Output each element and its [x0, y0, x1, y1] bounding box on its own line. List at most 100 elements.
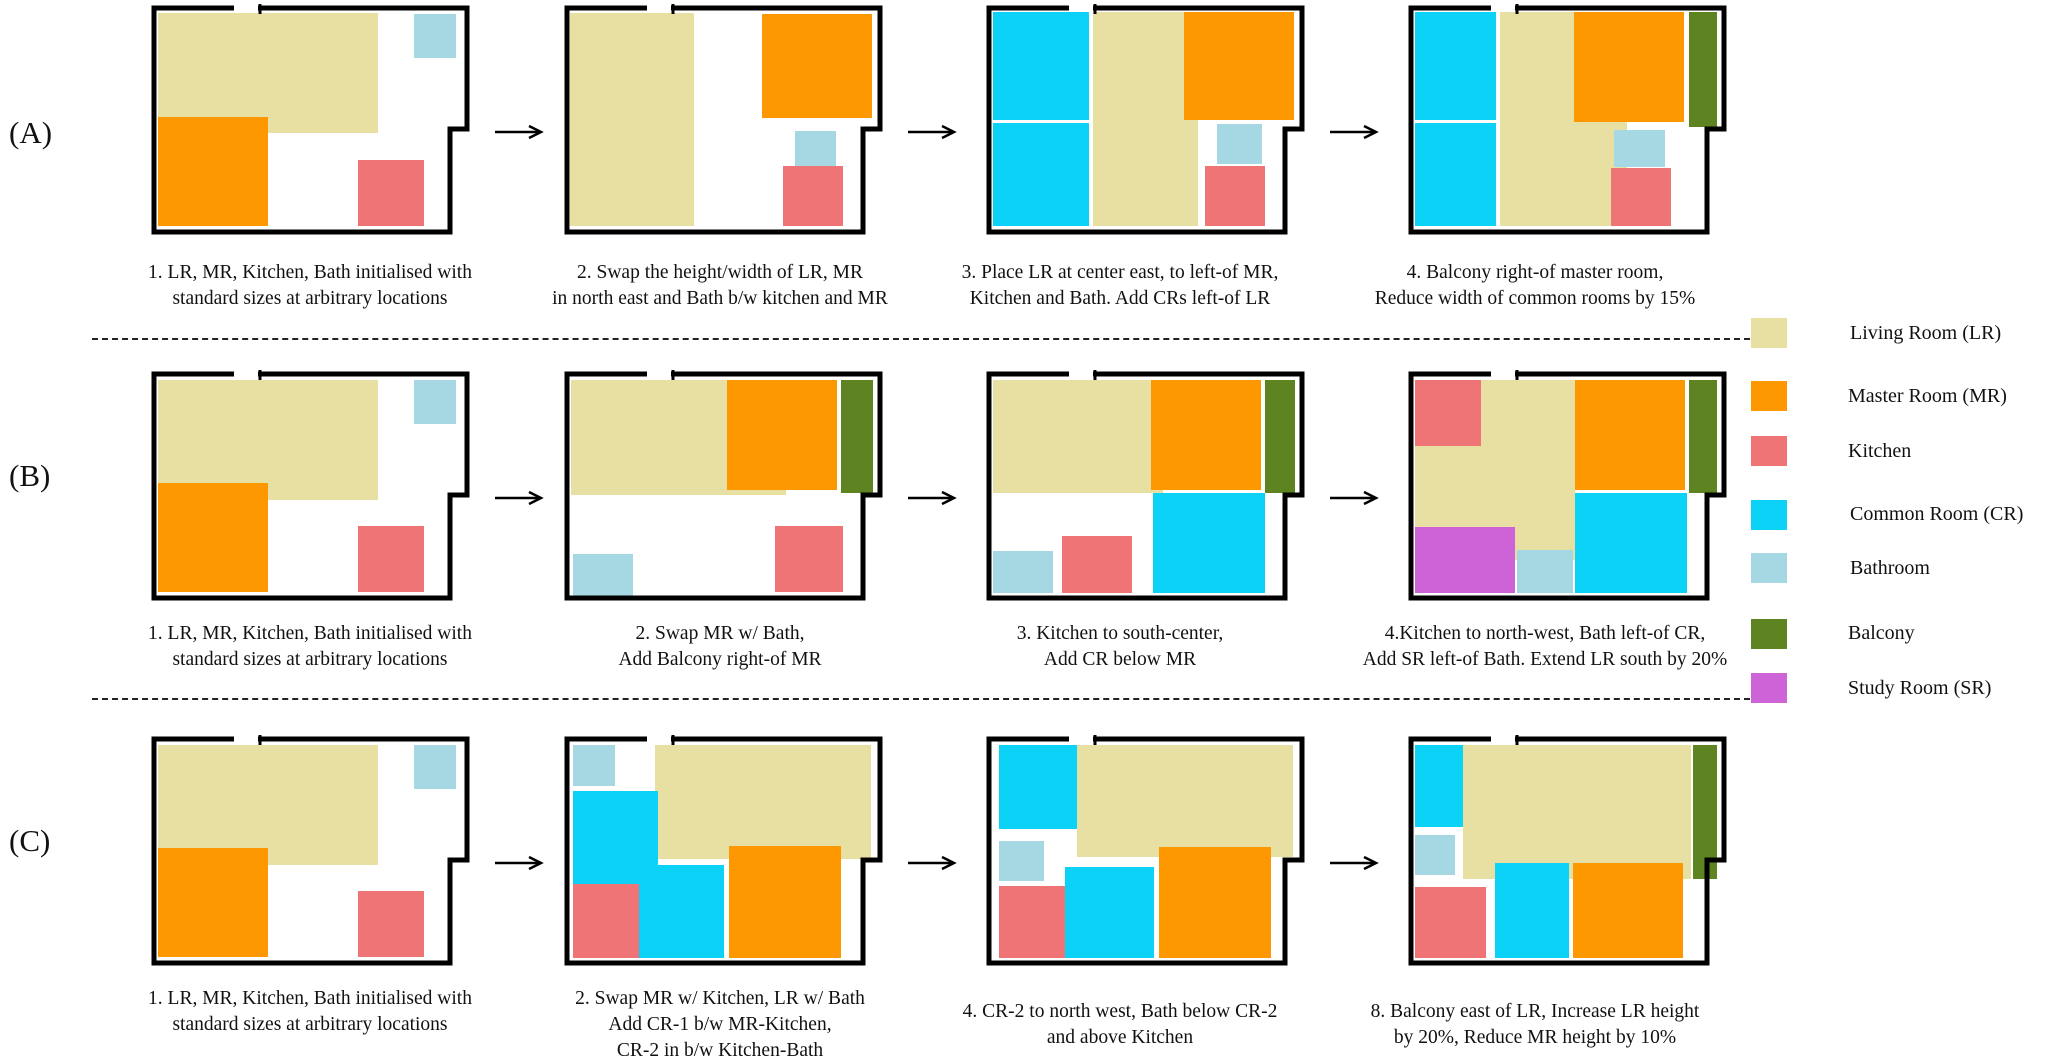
arrow-icon: [495, 855, 544, 871]
legend-swatch-living-room: [1751, 318, 1787, 348]
room-living-room: [1077, 745, 1293, 857]
legend-swatch-common-room: [1751, 500, 1787, 530]
outer-wall: [1408, 5, 1727, 235]
room-bathroom: [999, 841, 1044, 881]
caption-c-1: 1. LR, MR, Kitchen, Bath initialised wit…: [148, 988, 472, 1035]
room-bathroom: [414, 380, 456, 424]
caption-b-4: 4.Kitchen to north-west, Bath left-of CR…: [1362, 623, 1728, 670]
outer-wall: [986, 371, 1305, 601]
arrow-icon: [908, 855, 957, 871]
room-bathroom: [414, 14, 456, 58]
floorplan-row3-step4: [1408, 735, 1727, 966]
room-balcony: [1693, 745, 1717, 879]
room-bathroom: [1217, 124, 1262, 164]
room-kitchen: [1415, 887, 1486, 958]
room-kitchen: [783, 166, 843, 226]
room-bathroom: [795, 131, 836, 168]
room-master-room: [1573, 863, 1683, 958]
legend-label-balcony: Balcony: [1848, 622, 1915, 644]
legend-swatch-study-room: [1751, 673, 1787, 703]
arrow-icon: [908, 124, 957, 140]
legend-label-master-room: Master Room (MR): [1848, 385, 2007, 407]
arrow-icon: [1330, 855, 1379, 871]
room-bathroom: [1614, 130, 1665, 167]
caption-b-2: 2. Swap MR w/ Bath, Add Balcony right-of…: [618, 623, 822, 670]
room-kitchen: [1062, 536, 1132, 593]
floorplan-row2-step1: [151, 370, 470, 601]
floorplan-row3-step2: [564, 735, 883, 966]
room-master-room: [158, 848, 268, 957]
room-master-room: [727, 380, 837, 490]
room-kitchen: [358, 891, 424, 957]
outer-wall: [1408, 736, 1727, 966]
room-common-room: [1065, 867, 1154, 958]
room-living-room: [158, 13, 378, 133]
room-kitchen: [1205, 166, 1265, 226]
room-balcony: [1265, 380, 1295, 493]
caption-a-1: 1. LR, MR, Kitchen, Bath initialised wit…: [148, 262, 472, 309]
outer-wall: [1408, 371, 1727, 601]
caption-a-2: 2. Swap the height/width of LR, MR in no…: [552, 262, 888, 309]
room-master-room: [1575, 380, 1685, 490]
room-bathroom: [573, 554, 633, 598]
room-common-room: [637, 865, 724, 958]
room-common-room: [1575, 493, 1687, 593]
room-master-room: [158, 483, 268, 592]
room-kitchen: [1415, 380, 1481, 446]
room-living-room: [158, 380, 378, 500]
caption-c-2: 2. Swap MR w/ Kitchen, LR w/ Bath Add CR…: [575, 988, 865, 1061]
arrow-icon: [908, 490, 957, 506]
room-bathroom: [993, 551, 1053, 593]
floorplan-row2-step3: [986, 370, 1305, 601]
room-master-room: [762, 14, 872, 118]
caption-a-3: 3. Place LR at center east, to left-of M…: [961, 262, 1279, 309]
room-common-room: [1415, 12, 1496, 120]
room-living-room: [1093, 12, 1198, 226]
room-balcony: [1689, 12, 1717, 127]
legend-label-common-room: Common Room (CR): [1850, 503, 2024, 525]
legend-swatch-kitchen: [1751, 436, 1787, 466]
outer-wall: [151, 371, 470, 601]
room-master-room: [1159, 847, 1271, 958]
room-kitchen: [358, 526, 424, 592]
caption-a-4: 4. Balcony right-of master room, Reduce …: [1374, 262, 1696, 309]
room-master-room: [1574, 12, 1684, 122]
room-master-room: [1151, 380, 1261, 490]
arrow-icon: [495, 124, 544, 140]
floorplan-row2-step4: [1408, 370, 1727, 601]
room-living-room: [1463, 745, 1691, 879]
caption-c-3: 4. CR-2 to north west, Bath below CR-2 a…: [962, 1001, 1278, 1048]
room-living-room: [993, 380, 1163, 493]
room-kitchen: [775, 526, 843, 592]
room-common-room: [993, 123, 1089, 226]
divider-bc: [92, 698, 1760, 700]
room-master-room: [729, 846, 841, 958]
room-living-room: [570, 13, 694, 226]
room-bathroom: [414, 745, 456, 789]
arrow-icon: [495, 490, 544, 506]
row-label-a: (A): [9, 115, 53, 150]
legend-label-study-room: Study Room (SR): [1848, 677, 1992, 699]
legend-label-kitchen: Kitchen: [1848, 440, 1912, 462]
room-kitchen: [573, 884, 639, 958]
divider-ab: [92, 338, 1760, 340]
floorplan-row3-step1: [151, 735, 470, 966]
outer-wall: [564, 5, 883, 235]
outer-wall: [151, 736, 470, 966]
legend-label-bathroom: Bathroom: [1850, 557, 1930, 579]
floorplan-row3-step3: [986, 735, 1305, 966]
room-master-room: [1184, 12, 1294, 120]
row-label-c: (C): [9, 823, 51, 858]
outer-wall: [151, 5, 470, 235]
legend-swatch-bathroom: [1751, 553, 1787, 583]
room-master-room: [158, 117, 268, 226]
room-kitchen: [1611, 168, 1671, 226]
floorplan-row1-step2: [564, 4, 883, 235]
room-bathroom: [1517, 550, 1573, 593]
floorplan-row1-step3: [986, 4, 1305, 235]
arrow-icon: [1330, 490, 1379, 506]
room-common-room: [999, 745, 1082, 829]
outer-wall: [564, 736, 883, 966]
